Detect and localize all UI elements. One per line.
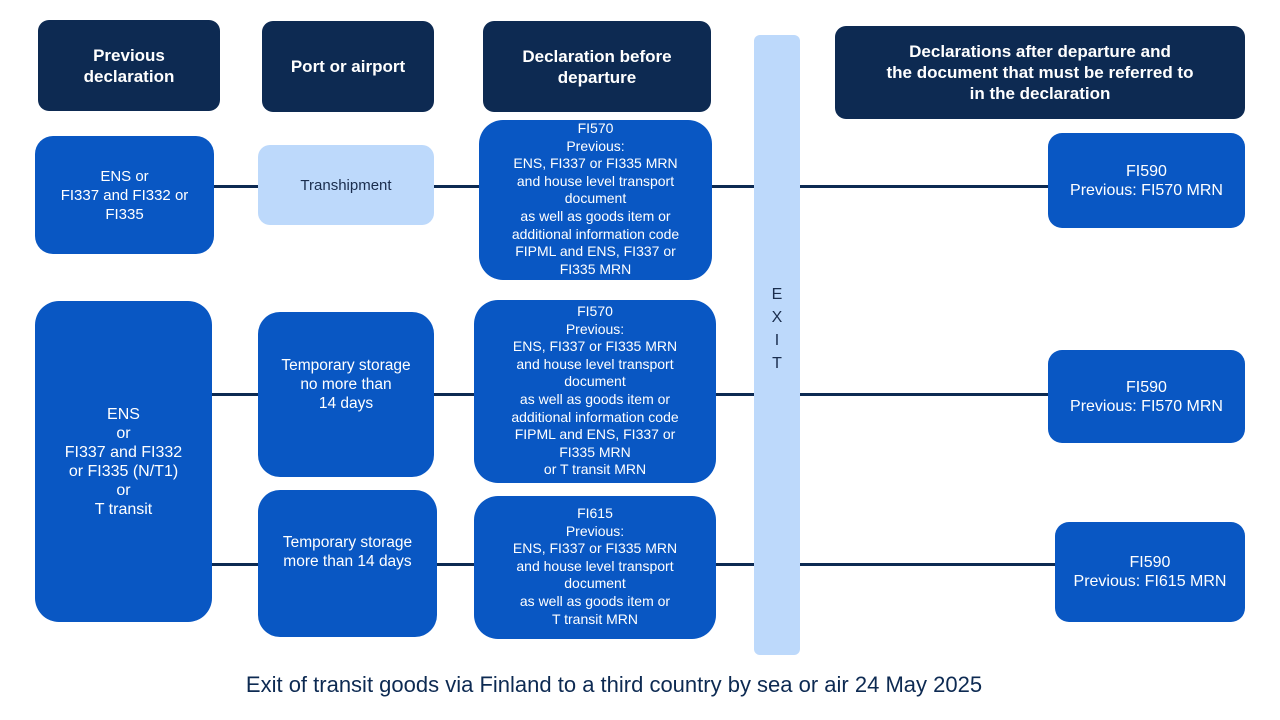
declaration-after-row2: FI590 Previous: FI570 MRN — [1048, 350, 1245, 443]
declaration-before-departure-row1: FI570 Previous: ENS, FI337 or FI335 MRN … — [479, 120, 712, 280]
previous-declaration-row2-3: ENS or FI337 and FI332 or FI335 (N/T1) o… — [35, 301, 212, 622]
declaration-after-row1: FI590 Previous: FI570 MRN — [1048, 133, 1245, 228]
header-declaration-before-departure: Declaration before departure — [483, 21, 711, 112]
exit-label: E X I T — [771, 286, 783, 372]
port-transhipment: Transhipment — [258, 145, 434, 225]
port-temporary-storage-14-days-or-less: Temporary storage no more than 14 days — [258, 312, 434, 477]
port-temporary-storage-more-than-14-days: Temporary storage more than 14 days — [258, 490, 437, 637]
header-previous-declaration: Previous declaration — [38, 20, 220, 111]
diagram-caption: Exit of transit goods via Finland to a t… — [245, 672, 983, 697]
exit-bar: E X I T — [754, 35, 800, 655]
header-declarations-after-departure: Declarations after departure and the doc… — [835, 26, 1245, 119]
header-port-or-airport: Port or airport — [262, 21, 434, 112]
declaration-after-row3: FI590 Previous: FI615 MRN — [1055, 522, 1245, 622]
declaration-before-departure-row3: FI615 Previous: ENS, FI337 or FI335 MRN … — [474, 496, 716, 639]
previous-declaration-row1: ENS or FI337 and FI332 or FI335 — [35, 136, 214, 254]
declaration-before-departure-row2: FI570 Previous: ENS, FI337 or FI335 MRN … — [474, 300, 716, 483]
